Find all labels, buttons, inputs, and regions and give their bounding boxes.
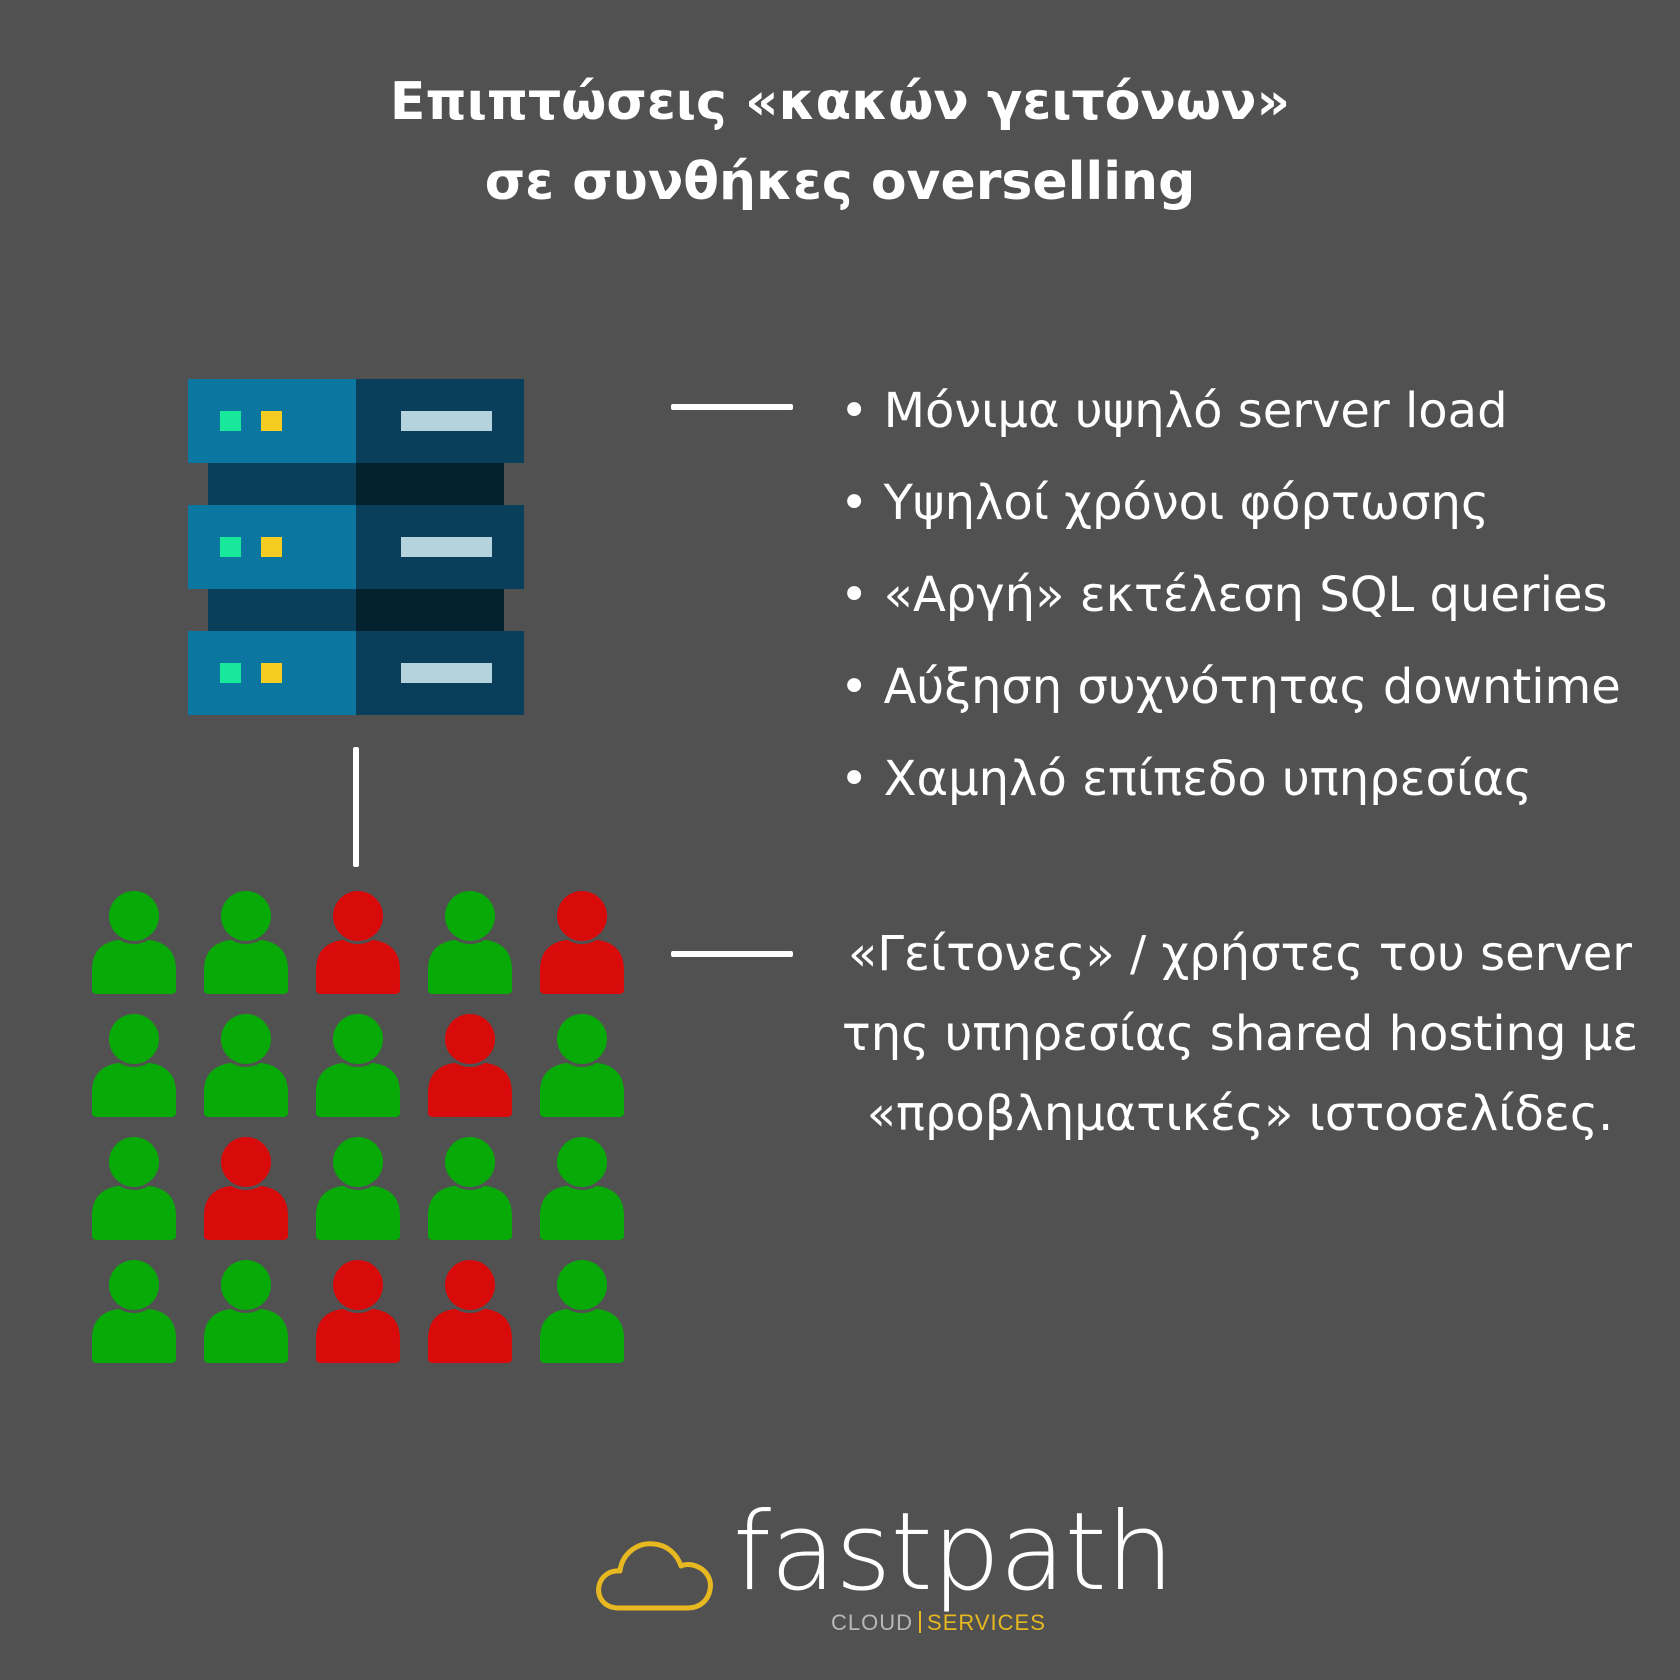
- connector-impacts: [671, 404, 793, 410]
- title-line-1: Επιπτώσεις «κακών γειτόνων»: [389, 72, 1291, 132]
- logo-sub-cloud: CLOUD: [831, 1610, 914, 1635]
- user-icon: [540, 1257, 624, 1363]
- cloud-icon: [596, 1541, 713, 1611]
- led-green: [220, 537, 241, 557]
- led-yellow: [261, 537, 282, 557]
- user-icon: [540, 1134, 624, 1240]
- led-yellow: [261, 411, 282, 431]
- logo-wordmark: fastpath: [733, 1490, 1174, 1615]
- user-icon: [204, 1257, 288, 1363]
- impact-item: Αύξηση συχνότητας downtime: [840, 641, 1621, 733]
- user-icon: [428, 890, 512, 994]
- user-icon: [316, 1011, 400, 1117]
- server-gap-right: [356, 589, 504, 631]
- neighbors-description: «Γείτονες» / χρήστες του server της υπηρ…: [820, 914, 1660, 1154]
- impact-list: Μόνιμα υψηλό server load Υψηλοί χρόνοι φ…: [840, 365, 1621, 825]
- user-icon: [428, 1011, 512, 1117]
- impact-item: Χαμηλό επίπεδο υπηρεσίας: [840, 733, 1621, 825]
- logo-sub-services: SERVICES: [927, 1610, 1046, 1635]
- impact-item: Μόνιμα υψηλό server load: [840, 365, 1621, 457]
- user-icon: [92, 1011, 176, 1117]
- server-rack-icon: [188, 379, 524, 715]
- server-gap-left: [208, 463, 356, 505]
- users-grid-graphic: [92, 890, 624, 1363]
- neighbors-line-1: «Γείτονες» / χρήστες του server: [847, 926, 1633, 982]
- user-icon: [540, 890, 624, 994]
- led-green: [220, 663, 241, 683]
- user-icon: [316, 1257, 400, 1363]
- user-icon: [316, 1134, 400, 1240]
- brand-logo: fastpath CLOUD SERVICES: [593, 1490, 1174, 1640]
- title-line-2: σε συνθήκες overselling: [484, 152, 1196, 212]
- impact-item: «Αργή» εκτέλεση SQL queries: [840, 549, 1621, 641]
- impact-item: Υψηλοί χρόνοι φόρτωσης: [840, 457, 1621, 549]
- user-icon: [428, 1257, 512, 1363]
- server-gap-right: [356, 463, 504, 505]
- user-icon: [204, 1011, 288, 1117]
- drive-slot: [401, 537, 492, 557]
- neighbors-line-2: της υπηρεσίας shared hosting με: [841, 1006, 1639, 1062]
- user-icon: [92, 1134, 176, 1240]
- user-icon: [92, 890, 176, 994]
- user-icon: [316, 890, 400, 994]
- page-title: Επιπτώσεις «κακών γειτόνων» σε συνθήκες …: [0, 62, 1680, 222]
- user-icon: [428, 1134, 512, 1240]
- led-yellow: [261, 663, 282, 683]
- neighbors-line-3: «προβληματικές» ιστοσελίδες.: [866, 1086, 1614, 1142]
- drive-slot: [401, 663, 492, 683]
- logo-subtitle: CLOUD SERVICES: [831, 1610, 1046, 1636]
- user-icon: [540, 1011, 624, 1117]
- user-icon: [204, 1134, 288, 1240]
- server-gap-left: [208, 589, 356, 631]
- logo-separator: [919, 1611, 922, 1633]
- user-icon: [92, 1257, 176, 1363]
- connector-vertical: [353, 747, 359, 867]
- led-green: [220, 411, 241, 431]
- users-grid: [90, 890, 630, 1370]
- connector-neighbors: [671, 951, 793, 957]
- user-icon: [204, 890, 288, 994]
- drive-slot: [401, 411, 492, 431]
